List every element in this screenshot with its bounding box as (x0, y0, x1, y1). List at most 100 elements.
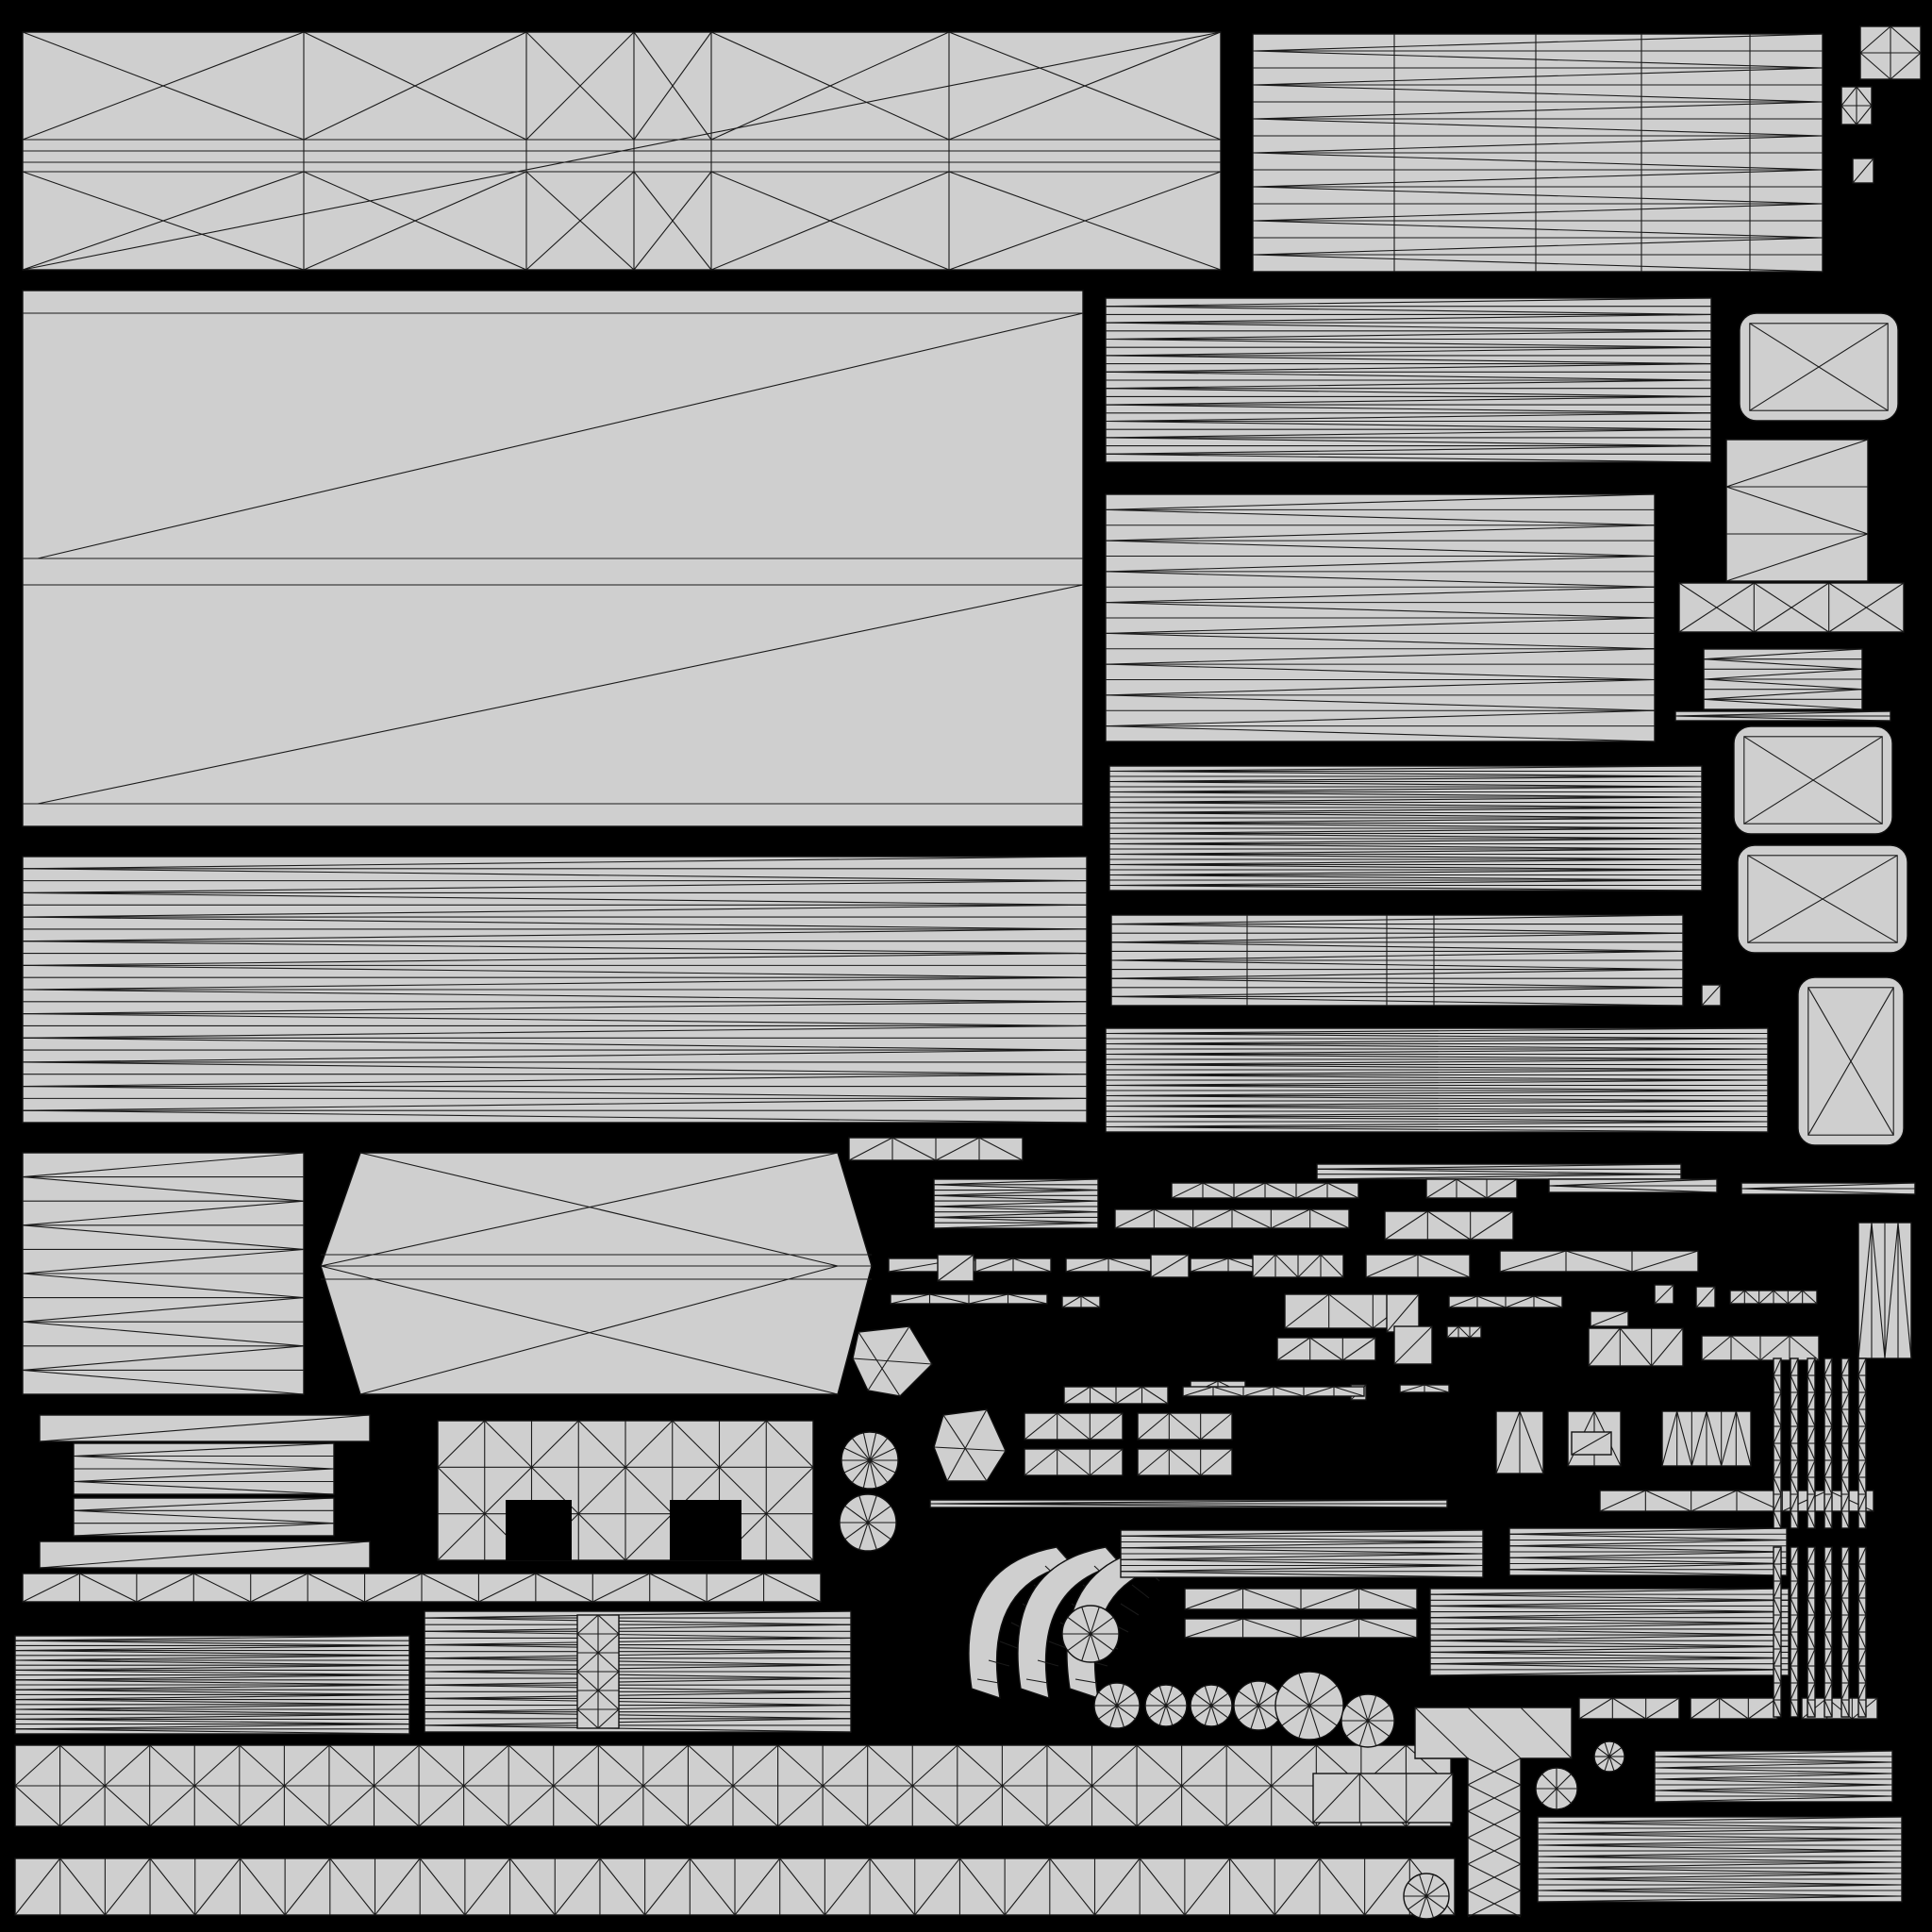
disc-f (1190, 1684, 1233, 1727)
small-part-53 (1508, 1527, 1788, 1576)
small-part-36 (1857, 1222, 1912, 1359)
disc-l (1593, 1740, 1625, 1773)
island-top-corner-b (1840, 86, 1873, 125)
small-part-41 (1182, 1386, 1365, 1397)
small-part-12 (974, 1257, 1052, 1273)
small-part-17 (1365, 1254, 1471, 1278)
small-part-43 (1495, 1410, 1544, 1474)
disc-j (1403, 1873, 1450, 1920)
island-top-corner-c (1852, 158, 1874, 184)
island-top-corner-a (1859, 25, 1922, 80)
small-part-16 (1252, 1254, 1344, 1278)
small-part-28 (1654, 1284, 1674, 1305)
small-part-45 (1661, 1410, 1752, 1467)
small-part-48 (1024, 1448, 1124, 1476)
thin-vertical-1 (1773, 1357, 1782, 1529)
small-part-42 (1399, 1384, 1450, 1393)
small-part-13 (1065, 1257, 1152, 1273)
small-part-31 (1276, 1337, 1376, 1361)
island-octagon-b (933, 1408, 1007, 1482)
disc-a (841, 1431, 899, 1490)
small-part-1 (848, 1137, 1024, 1161)
small-part-30 (1729, 1290, 1818, 1305)
small-part-47 (1137, 1412, 1233, 1441)
thin-vertical-4 (1824, 1357, 1833, 1529)
small-part-25 (1448, 1295, 1563, 1308)
thin-vertical-8 (1790, 1546, 1799, 1718)
island-bar-bottom (39, 1541, 371, 1569)
island-t-shape-lower (1678, 582, 1905, 633)
small-part-9 (1740, 1182, 1916, 1195)
island-hexa-panel (320, 1152, 873, 1395)
small-part-5 (1316, 1163, 1682, 1180)
island-bar-top (39, 1414, 371, 1442)
small-part-8 (1384, 1210, 1514, 1241)
small-square-x (1571, 1431, 1612, 1456)
disc-d (1093, 1682, 1141, 1729)
small-part-34 (1588, 1327, 1684, 1367)
thin-vertical-7 (1773, 1546, 1782, 1718)
disc-g (1233, 1680, 1284, 1731)
small-part-55 (1184, 1618, 1418, 1639)
small-part-52 (1120, 1529, 1484, 1578)
island-rounded-4 (1797, 976, 1905, 1146)
island-t-shape-upper (1725, 439, 1869, 582)
thin-vertical-12 (1857, 1546, 1867, 1718)
thin-vertical-5 (1840, 1357, 1850, 1529)
small-part-14 (1150, 1254, 1190, 1278)
small-part-56 (1429, 1588, 1790, 1676)
disc-i (1341, 1693, 1395, 1748)
island-crenellated-block (437, 1420, 814, 1561)
small-part-62 (1654, 1750, 1893, 1803)
disc-h (1274, 1671, 1344, 1740)
small-part-58 (1690, 1697, 1778, 1720)
small-part-21 (1061, 1295, 1101, 1308)
disc-b (839, 1493, 897, 1552)
island-brush-core (576, 1614, 620, 1729)
island-tiny-square (1701, 984, 1722, 1007)
small-part-61 (1537, 1816, 1903, 1903)
island-top-left-long-panel (22, 31, 1222, 271)
small-part-49 (1137, 1448, 1233, 1476)
island-brush-shape (424, 1610, 852, 1733)
island-bar-mid-2 (73, 1497, 335, 1537)
disc-k (1535, 1767, 1578, 1810)
small-part-18 (1499, 1250, 1699, 1273)
disc-c (1061, 1605, 1120, 1663)
small-part-6 (1425, 1178, 1518, 1199)
island-small-strip-b (1674, 710, 1891, 722)
island-right-panel-4 (1110, 914, 1684, 1007)
island-right-panel-3 (1108, 765, 1703, 891)
thin-vertical-10 (1824, 1546, 1833, 1718)
small-part-60 (1312, 1773, 1454, 1824)
thin-vertical-11 (1840, 1546, 1850, 1718)
small-part-20 (890, 1293, 1048, 1305)
island-l-shape (1414, 1707, 1573, 1918)
small-part-4 (1171, 1182, 1359, 1199)
island-right-panel-2 (1105, 493, 1656, 742)
small-part-35 (1701, 1335, 1820, 1361)
small-part-51 (1599, 1490, 1874, 1512)
small-part-33 (1446, 1325, 1482, 1339)
small-part-29 (1695, 1286, 1716, 1308)
island-small-strip-a (1703, 648, 1863, 710)
thin-vertical-9 (1807, 1546, 1816, 1718)
island-top-right-panel (1252, 33, 1824, 273)
island-right-panel-1 (1105, 297, 1712, 463)
small-part-11 (937, 1254, 974, 1282)
small-part-2 (933, 1178, 1099, 1229)
island-triangle-strip-1 (14, 1744, 1452, 1827)
small-part-32 (1393, 1325, 1433, 1365)
island-wide-striped-panel (22, 856, 1088, 1124)
island-right-panel-5 (1105, 1027, 1769, 1133)
small-part-15 (1190, 1257, 1267, 1273)
island-rounded-2 (1733, 725, 1893, 835)
thin-vertical-6 (1857, 1357, 1867, 1529)
thin-vertical-2 (1790, 1357, 1799, 1529)
thin-vertical-3 (1807, 1357, 1816, 1529)
disc-e (1144, 1684, 1188, 1727)
island-long-thin-strip (22, 1573, 822, 1603)
small-part-3 (1114, 1208, 1350, 1229)
island-left-block (22, 1152, 305, 1395)
island-rounded-3 (1737, 844, 1908, 954)
